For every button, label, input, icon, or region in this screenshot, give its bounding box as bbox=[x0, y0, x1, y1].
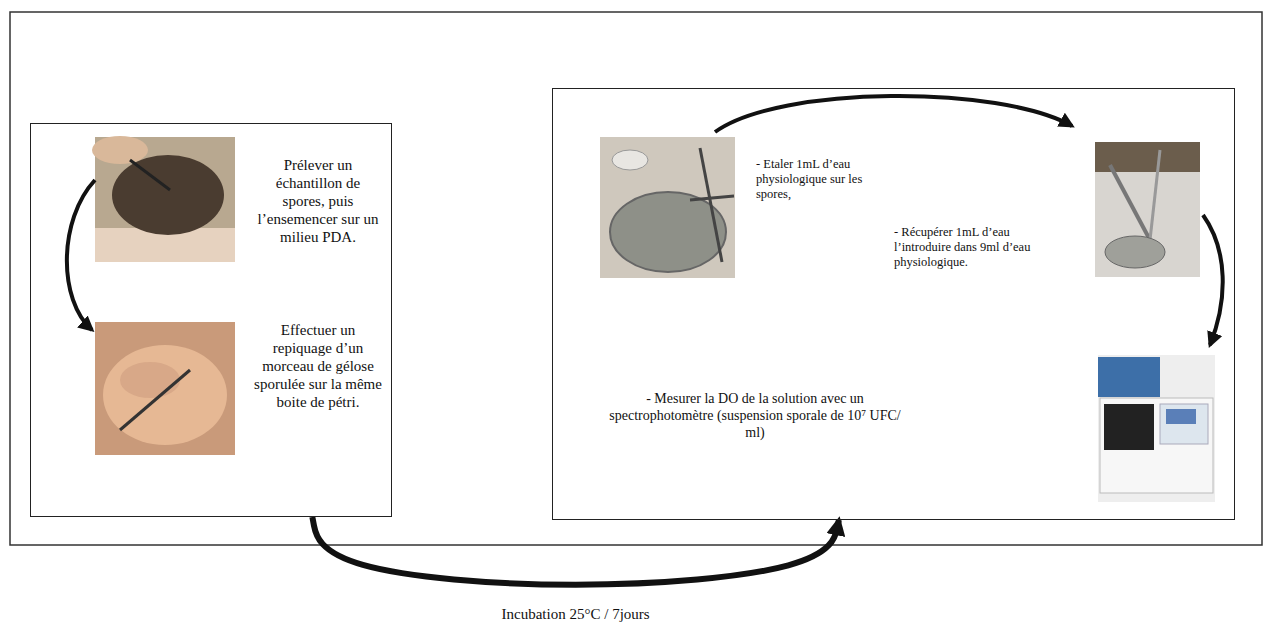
step-text: - Mesurer la DO de la solution avec un s… bbox=[605, 391, 905, 441]
photo-petri-dish bbox=[1105, 236, 1165, 268]
photo-instrument-panel bbox=[1160, 404, 1208, 444]
photo-recovery bbox=[1095, 142, 1200, 277]
step-arrow bbox=[67, 180, 95, 330]
outer-frame bbox=[10, 12, 1262, 545]
step-arrow bbox=[1203, 215, 1223, 345]
photo-tube-rack bbox=[612, 150, 648, 170]
photo-subculture bbox=[95, 322, 235, 455]
photo-instrument-body bbox=[1100, 398, 1213, 493]
photo-hand bbox=[120, 362, 180, 398]
photo-pipette bbox=[1150, 150, 1160, 240]
photo-petri-dish bbox=[610, 192, 726, 272]
step-arrow bbox=[715, 96, 1072, 132]
photo-spreader bbox=[700, 148, 722, 262]
photo-petri-dish bbox=[112, 155, 224, 235]
photo-background bbox=[1098, 357, 1160, 397]
photo-hand bbox=[92, 136, 148, 164]
photo-spreading bbox=[600, 137, 735, 278]
incubation-arrow bbox=[312, 517, 839, 585]
photo-instrument-screen bbox=[1166, 409, 1196, 424]
photo-instrument-lid bbox=[1104, 404, 1154, 450]
step-text: - Récupérer 1mL d’eau l’introduire dans … bbox=[894, 225, 1034, 270]
photo-petri-dish bbox=[103, 345, 227, 445]
photo-scalpel bbox=[120, 370, 190, 430]
edge-label: Incubation 25°C / 7jours bbox=[498, 606, 654, 623]
photo-pipette bbox=[1110, 165, 1150, 240]
photo-spreader bbox=[690, 196, 734, 200]
step-text: - Etaler 1mL d’eau physiologique sur les… bbox=[756, 157, 896, 202]
left-step-panel: Prélever un échantillon de spores, puis … bbox=[30, 123, 392, 517]
photo-loop bbox=[130, 160, 170, 190]
right-step-panel: - Etaler 1mL d’eau physiologique sur les… bbox=[552, 88, 1235, 520]
photo-spectrophotometer bbox=[1098, 355, 1215, 502]
step-text: Effectuer un repiquage d’un morceau de g… bbox=[254, 321, 382, 411]
step-text: Prélever un échantillon de spores, puis … bbox=[254, 156, 382, 246]
